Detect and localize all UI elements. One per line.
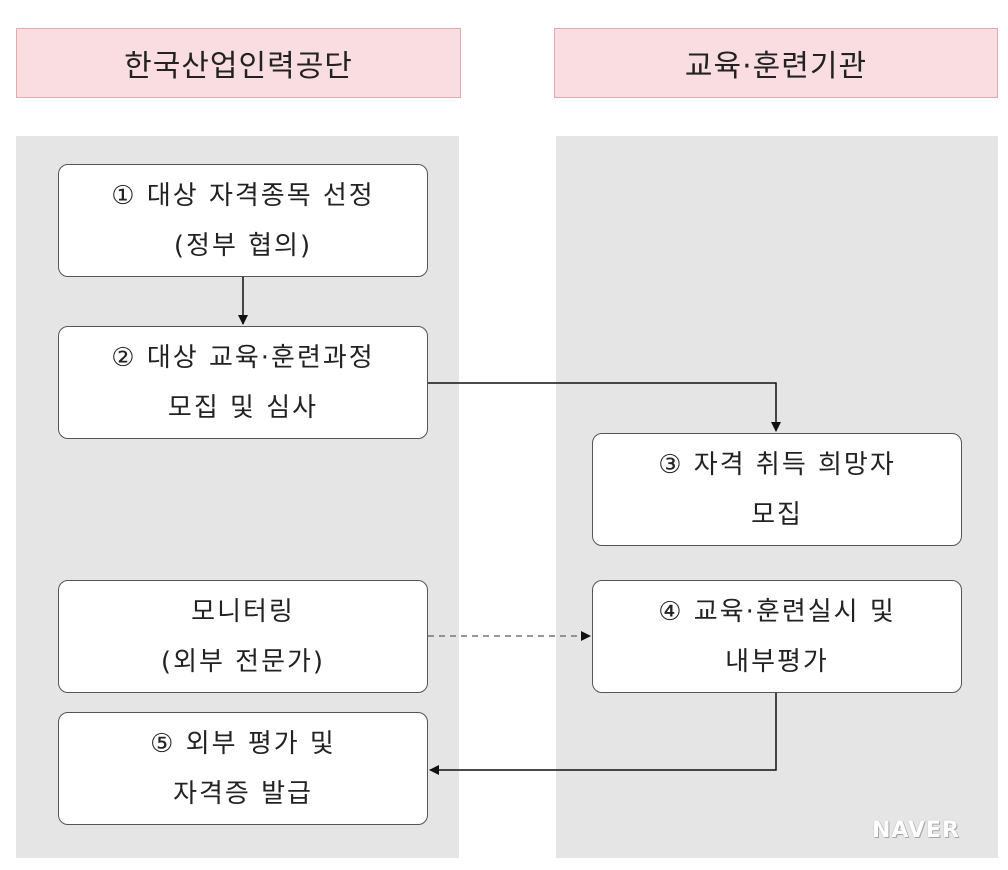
step4-line2: 내부평가 (725, 646, 829, 677)
header-right: 교육·훈련기관 (554, 28, 998, 98)
step1-line2: (정부 협의) (173, 230, 313, 261)
step1-line1: ① 대상 자격종목 선정 (111, 180, 375, 211)
header-left: 한국산업인력공단 (16, 28, 461, 98)
step4-line1: ④ 교육·훈련실시 및 (658, 596, 896, 627)
header-right-label: 교육·훈련기관 (684, 49, 868, 84)
header-left-label: 한국산업인력공단 (124, 49, 353, 84)
step3-line1: ③ 자격 취득 희망자 (658, 449, 896, 480)
arrow-step4-to-step5 (429, 693, 777, 775)
step1-box: ① 대상 자격종목 선정 (정부 협의) (58, 164, 428, 277)
arrow-step2-to-step3 (428, 382, 781, 432)
step3-line2: 모집 (751, 499, 803, 530)
step5-box: ⑤ 외부 평가 및 자격증 발급 (58, 712, 428, 825)
watermark-text: NAVER (872, 818, 960, 843)
monitoring-line2: (외부 전문가) (160, 646, 326, 677)
step3-box: ③ 자격 취득 희망자 모집 (592, 433, 962, 546)
step2-box: ② 대상 교육·훈련과정 모집 및 심사 (58, 326, 428, 439)
naver-watermark: NAVER (872, 818, 960, 843)
step5-line1: ⑤ 외부 평가 및 (150, 728, 336, 759)
monitoring-box: 모니터링 (외부 전문가) (58, 580, 428, 693)
step5-line2: 자격증 발급 (173, 778, 313, 809)
step4-box: ④ 교육·훈련실시 및 내부평가 (592, 580, 962, 693)
step2-line2: 모집 및 심사 (167, 392, 319, 423)
monitoring-line1: 모니터링 (191, 596, 295, 627)
step2-line1: ② 대상 교육·훈련과정 (111, 342, 375, 373)
